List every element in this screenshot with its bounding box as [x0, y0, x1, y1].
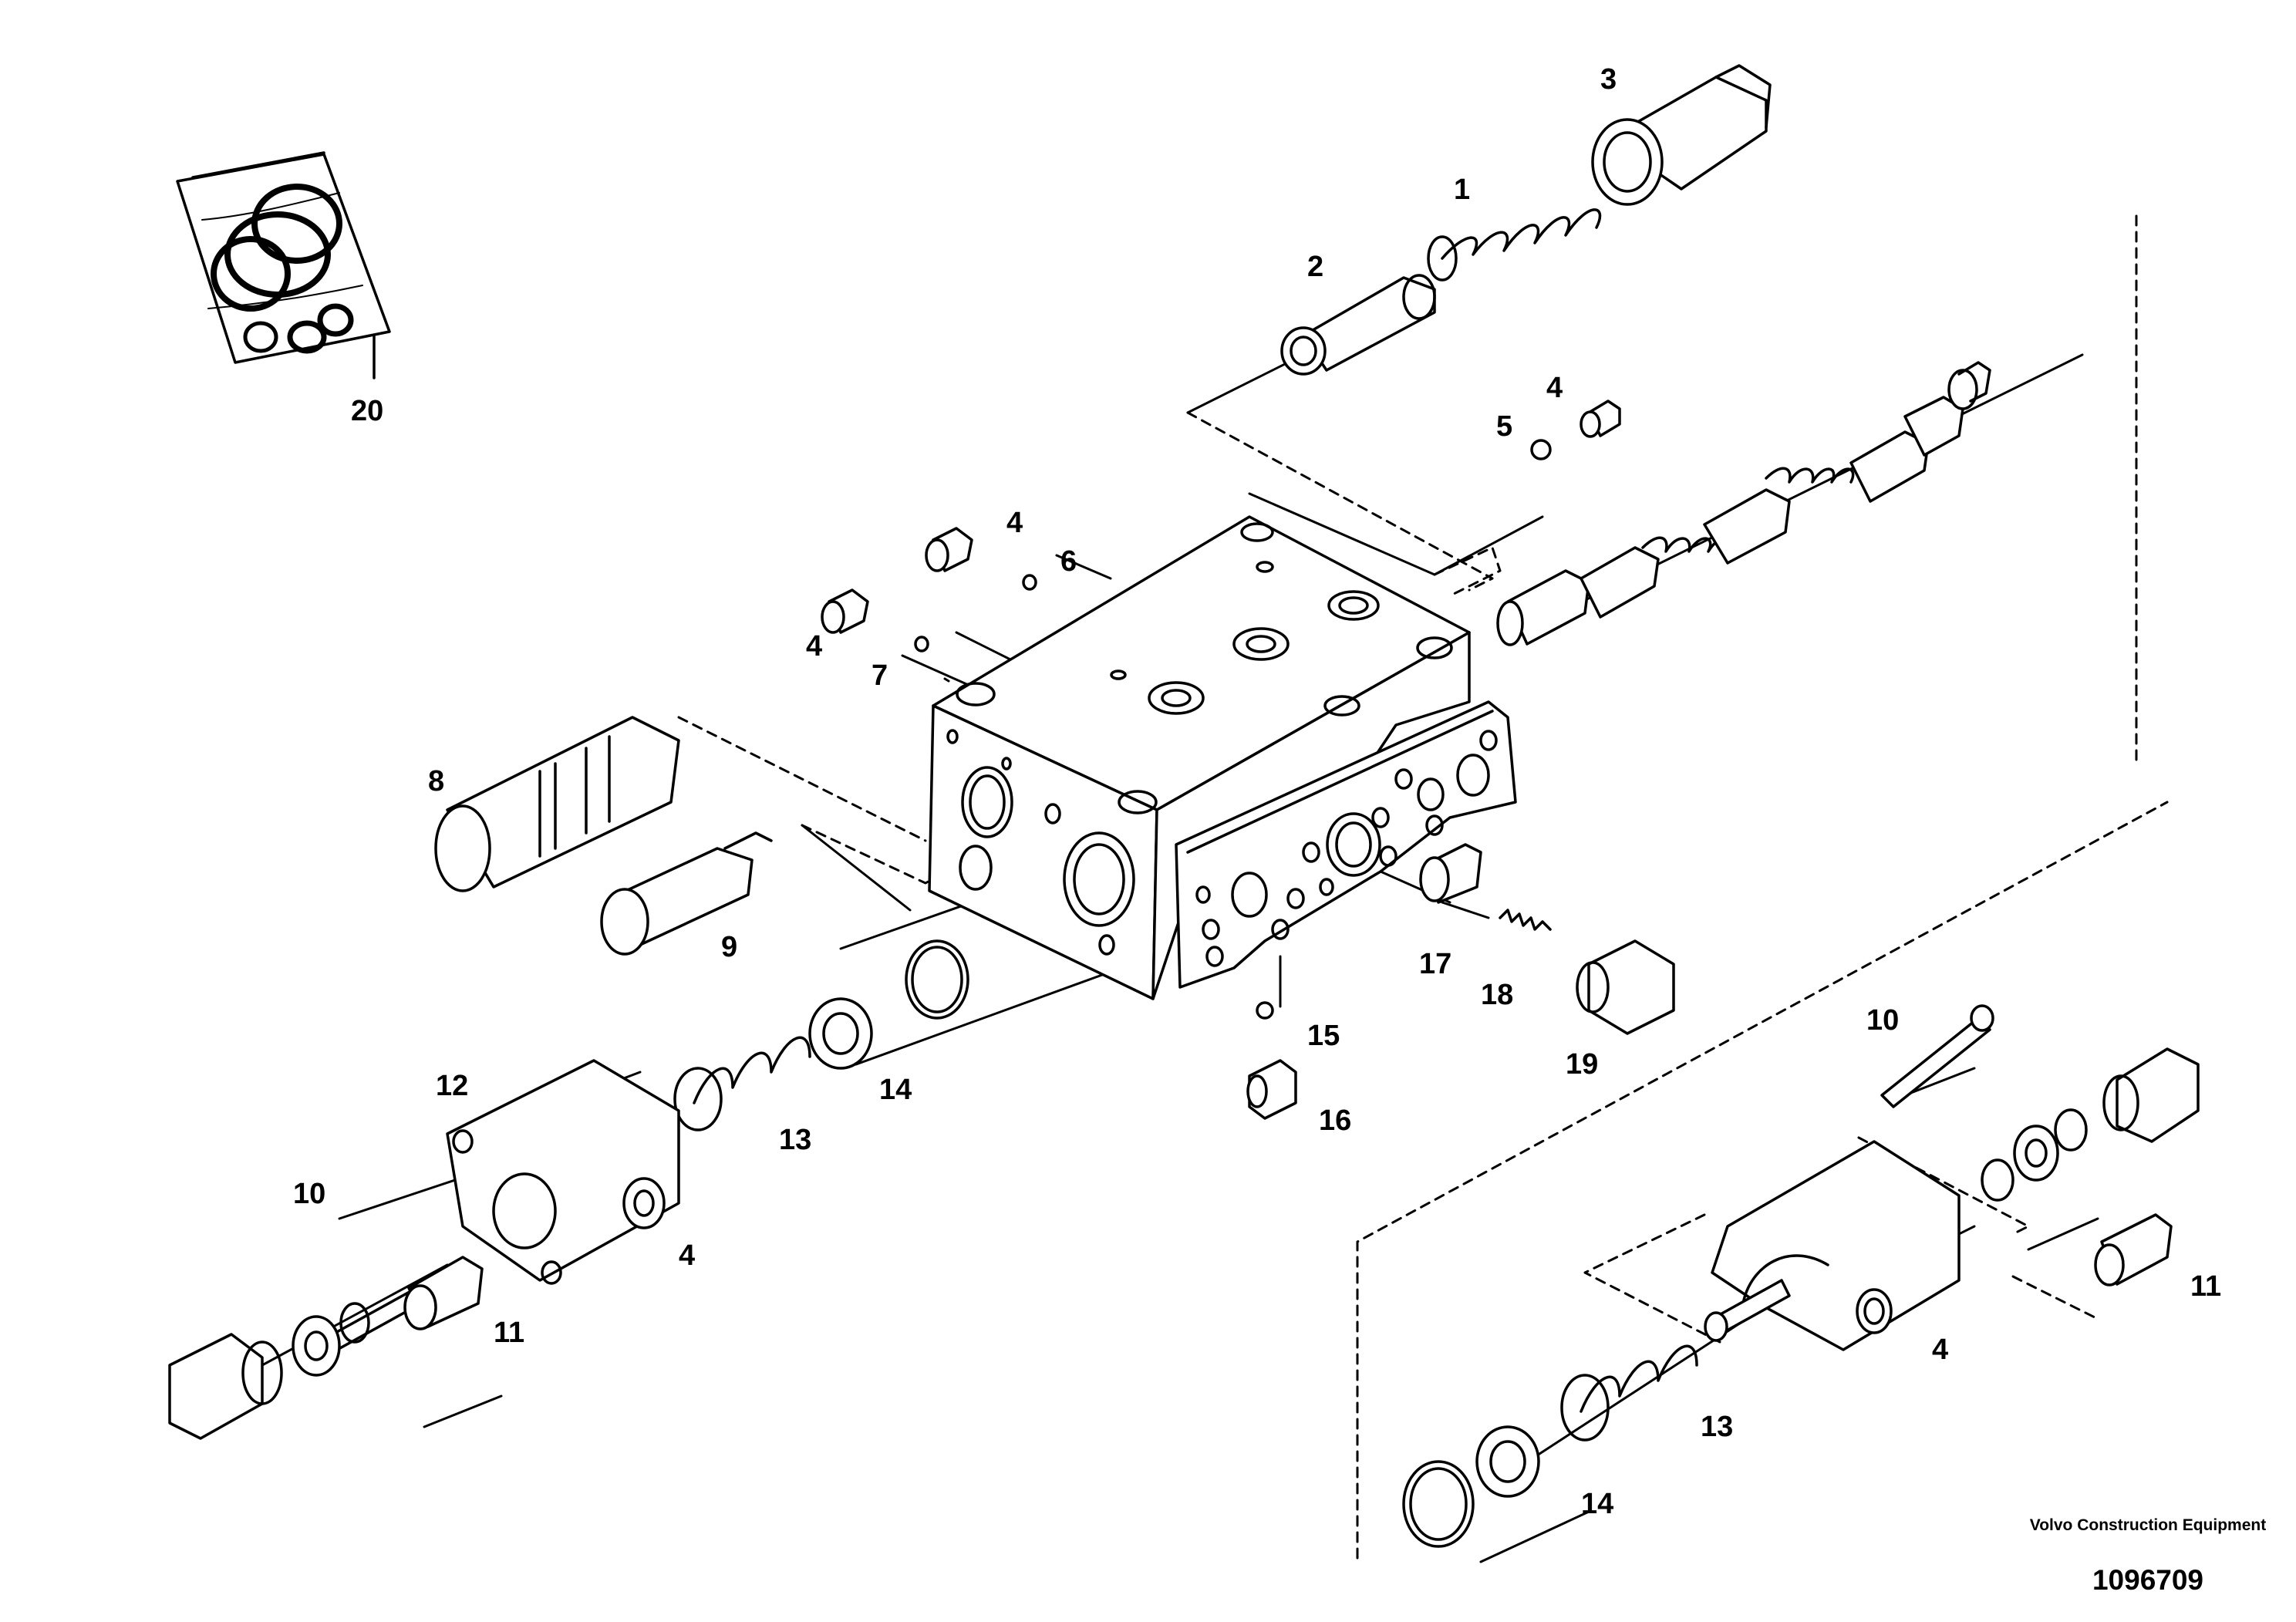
- callout-10-right: 10: [1866, 1004, 1899, 1037]
- callout-14-right: 14: [1581, 1488, 1613, 1520]
- small-pins: [914, 439, 1552, 653]
- callout-19: 19: [1566, 1048, 1598, 1081]
- seal-washer-right: [1475, 1425, 1540, 1498]
- callout-20: 20: [351, 395, 383, 427]
- o-ring-right: [1402, 1460, 1475, 1548]
- callout-14-left: 14: [879, 1074, 912, 1106]
- callout-10-left: 10: [293, 1178, 325, 1210]
- callout-1: 1: [1454, 174, 1470, 206]
- bolt-right: [1880, 1004, 1994, 1108]
- plug-bottom: [1246, 1001, 1297, 1120]
- callout-6: 6: [1060, 545, 1077, 578]
- callout-2: 2: [1307, 251, 1323, 283]
- orifice-plug: [1419, 843, 1482, 904]
- assembly-guide-lines: [677, 214, 2169, 1560]
- callout-4-body-left: 4: [806, 630, 822, 663]
- callout-15: 15: [1307, 1020, 1340, 1052]
- callout-4-cover-right: 4: [1932, 1334, 1948, 1366]
- callout-17: 17: [1419, 948, 1451, 980]
- callout-9: 9: [721, 931, 737, 963]
- small-spring: [1499, 909, 1552, 931]
- cap-plug-right: [1576, 939, 1675, 1035]
- fitting-left: [403, 1256, 484, 1330]
- callout-8: 8: [428, 765, 444, 798]
- main-spool: [1496, 361, 1991, 646]
- callout-18: 18: [1481, 979, 1513, 1011]
- callout-7: 7: [872, 659, 888, 692]
- spool-sleeve: [1280, 274, 1436, 376]
- valve-block-housing: [928, 515, 1517, 1000]
- callout-4-top: 4: [1546, 372, 1563, 404]
- callout-11-right: 11: [2190, 1270, 2221, 1303]
- callout-12: 12: [436, 1070, 468, 1102]
- spring-left: [673, 1036, 811, 1131]
- plug-small: [821, 400, 1621, 634]
- callout-5: 5: [1496, 410, 1512, 443]
- end-cap: [1591, 64, 1772, 206]
- seal-kit-bag: [176, 151, 391, 379]
- o-ring-left: [905, 939, 969, 1020]
- check-valve-cartridge: [600, 831, 773, 956]
- cap-nut-left: [168, 1302, 370, 1440]
- spring-right: [1560, 1344, 1698, 1442]
- callout-16: 16: [1319, 1104, 1351, 1137]
- callout-13-right: 13: [1701, 1411, 1733, 1443]
- fitting-right: [2094, 1213, 2173, 1286]
- callout-13-left: 13: [779, 1124, 811, 1156]
- spring-upper: [1427, 208, 1602, 282]
- end-cover-left: [446, 1059, 680, 1285]
- callout-4-body-top: 4: [1006, 507, 1023, 539]
- callout-11-left: 11: [494, 1317, 524, 1349]
- callout-4-cover-left: 4: [679, 1239, 695, 1272]
- seal-washer-left: [808, 997, 873, 1070]
- callout-3: 3: [1600, 63, 1617, 96]
- cap-nut-right: [1981, 1047, 2200, 1202]
- drawing-number: 1096709: [2092, 1564, 2204, 1596]
- callout-labels: 1 2 3 4 5 4 6 4 7 8 9 12 10 13 14 4 11 1…: [293, 63, 2221, 1520]
- relief-valve-cartridge: [434, 716, 680, 892]
- end-cover-right: [1704, 1140, 1961, 1351]
- company-credit: Volvo Construction Equipment: [2029, 1516, 2267, 1534]
